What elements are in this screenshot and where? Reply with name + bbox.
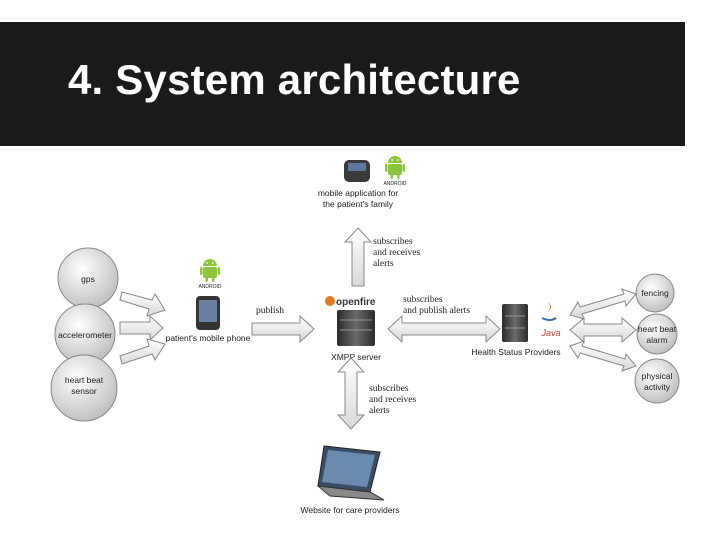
heart-beat-alarm-line2: alarm bbox=[646, 335, 667, 345]
subscribes-top-3: alerts bbox=[373, 259, 394, 269]
subscribes-publish-1: subscribes bbox=[403, 295, 443, 305]
server-providers-arrow: subscribes and publish alerts bbox=[387, 295, 501, 344]
website-laptop: Website for care providers bbox=[300, 445, 400, 515]
down-arrow: subscribes and receives alerts bbox=[336, 357, 417, 430]
health-providers: Java Health Status Providers bbox=[471, 302, 561, 357]
openfire-icon bbox=[325, 296, 335, 306]
provider-server-icon bbox=[502, 304, 528, 342]
fencing-label: fencing bbox=[641, 288, 669, 298]
family-app: ANDROID mobile application for the patie… bbox=[318, 156, 407, 209]
patient-phone: ANDROID patient's mobile phone bbox=[166, 259, 251, 343]
physical-activity-line1: physical bbox=[642, 371, 673, 381]
subscribes-bottom-2: and receives bbox=[369, 395, 417, 405]
sensor-heart-beat: heart beat sensor bbox=[50, 354, 118, 422]
android-tag-1: ANDROID bbox=[198, 284, 221, 290]
xmpp-server-label: XMPP server bbox=[331, 352, 381, 362]
patient-phone-label: patient's mobile phone bbox=[166, 333, 251, 343]
slide-title: 4. System architecture bbox=[68, 56, 521, 103]
website-label: Website for care providers bbox=[300, 505, 399, 515]
publish-label: publish bbox=[256, 306, 284, 316]
xmpp-server: openfire XMPP server bbox=[325, 296, 381, 362]
heart-beat-alarm-line1: heart beat bbox=[638, 324, 677, 334]
output-arrows bbox=[569, 288, 637, 372]
output-physical-activity: physical activity bbox=[634, 358, 680, 404]
subscribes-bottom-1: subscribes bbox=[369, 384, 409, 394]
subscribes-top-2: and receives bbox=[373, 248, 421, 258]
java-label: Java bbox=[540, 328, 560, 338]
sensor-gps: gps bbox=[57, 247, 119, 309]
family-app-line1: mobile application for bbox=[318, 188, 398, 198]
publish-arrow: publish bbox=[251, 306, 315, 344]
family-app-line2: the patient's family bbox=[323, 199, 394, 209]
sensor-label: sensor bbox=[71, 386, 97, 396]
heart-beat-label: heart beat bbox=[65, 375, 104, 385]
health-providers-label: Health Status Providers bbox=[471, 347, 560, 357]
title-bar bbox=[0, 22, 685, 146]
gps-label: gps bbox=[81, 274, 95, 284]
sensor-arrows bbox=[119, 291, 166, 365]
accelerometer-label: accelerometer bbox=[58, 330, 112, 340]
subscribes-publish-2: and publish alerts bbox=[403, 306, 470, 316]
physical-activity-line2: activity bbox=[644, 382, 671, 392]
android-tag-2: ANDROID bbox=[383, 181, 406, 187]
output-heart-beat-alarm: heart beat alarm bbox=[636, 313, 678, 355]
subscribes-top-1: subscribes bbox=[373, 237, 413, 247]
java-icon bbox=[548, 302, 551, 312]
openfire-label: openfire bbox=[336, 297, 376, 308]
up-arrow: subscribes and receives alerts bbox=[343, 227, 421, 287]
output-fencing: fencing bbox=[635, 273, 675, 313]
server-icon bbox=[337, 310, 375, 346]
subscribes-bottom-3: alerts bbox=[369, 406, 390, 416]
